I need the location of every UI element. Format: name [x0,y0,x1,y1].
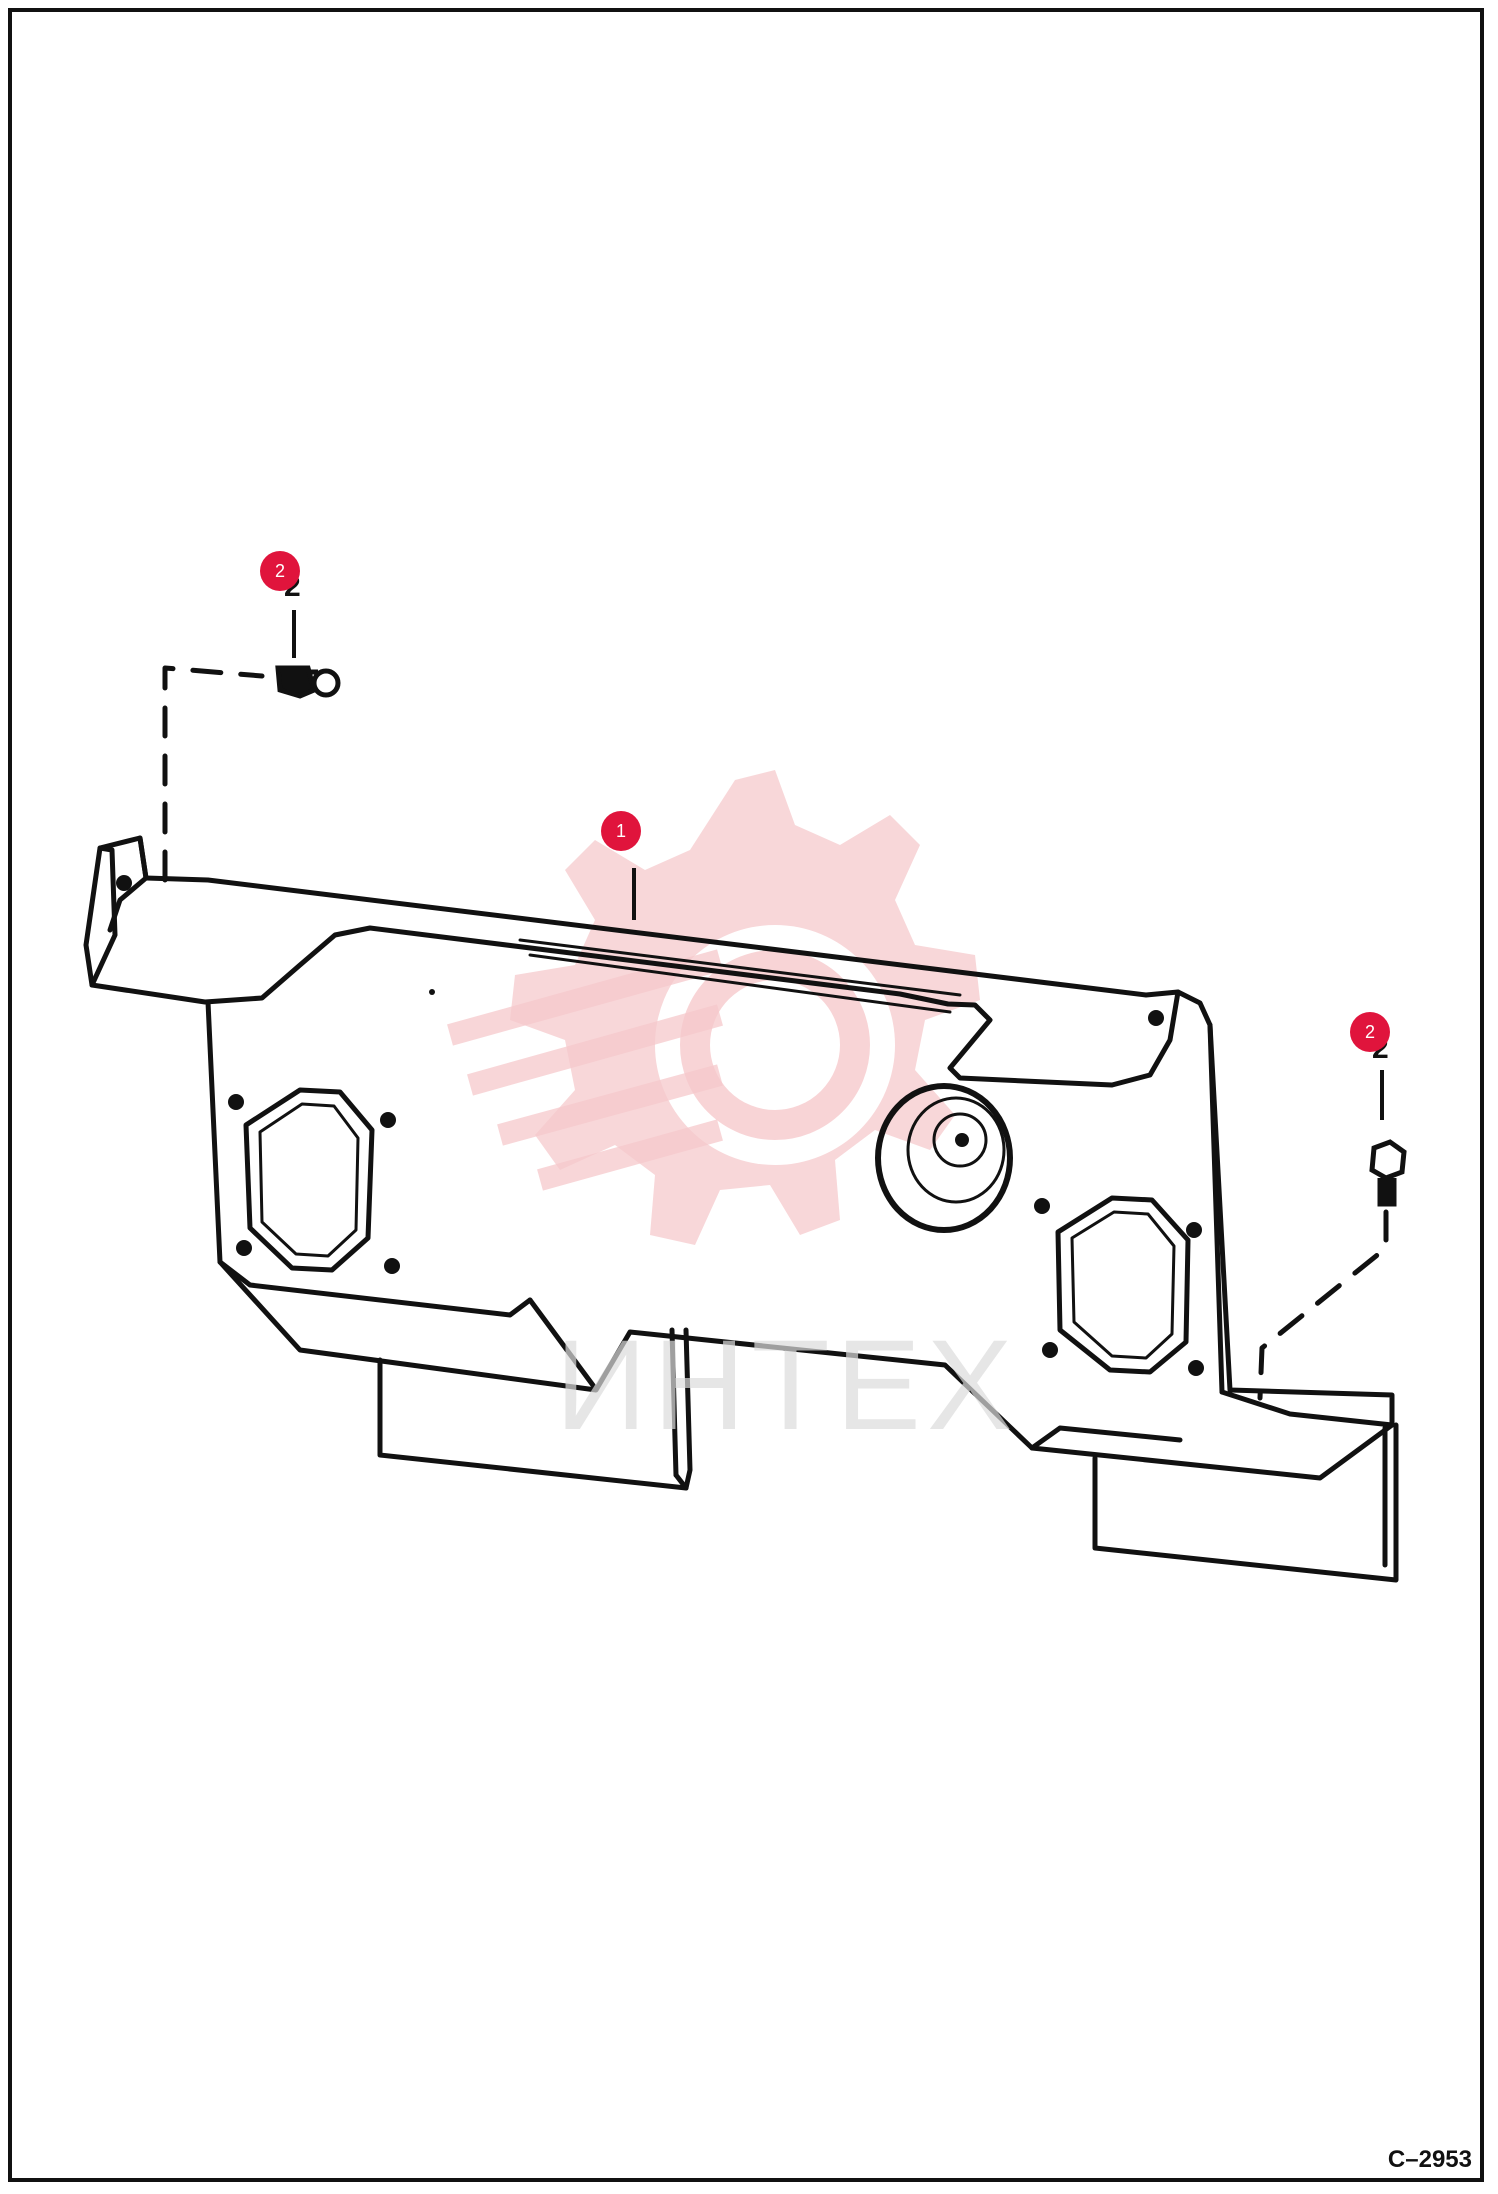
drawing-number: C–2953 [1387,2146,1472,2173]
right-bolt [1369,1139,1407,1207]
callout-part-1[interactable]: 1 [601,811,641,851]
callout-part-2-left[interactable]: 2 [260,551,300,591]
diagram-frame [8,8,1484,2182]
left-bolt-dashed-line [162,665,265,883]
mounting-holes [116,875,1204,1376]
callout-part-2-right[interactable]: 2 [1350,1012,1390,1052]
left-octagon-opening [243,1087,375,1273]
center-round-boss [875,1083,1013,1233]
right-bolt-dashed-line [1257,1209,1389,1401]
right-tab [1092,1422,1399,1583]
panel-top-flange [83,835,1181,1088]
watermark-text: ИНТЕХ [555,1314,1019,1457]
left-bolt [275,665,341,699]
right-octagon-opening [1055,1195,1191,1375]
